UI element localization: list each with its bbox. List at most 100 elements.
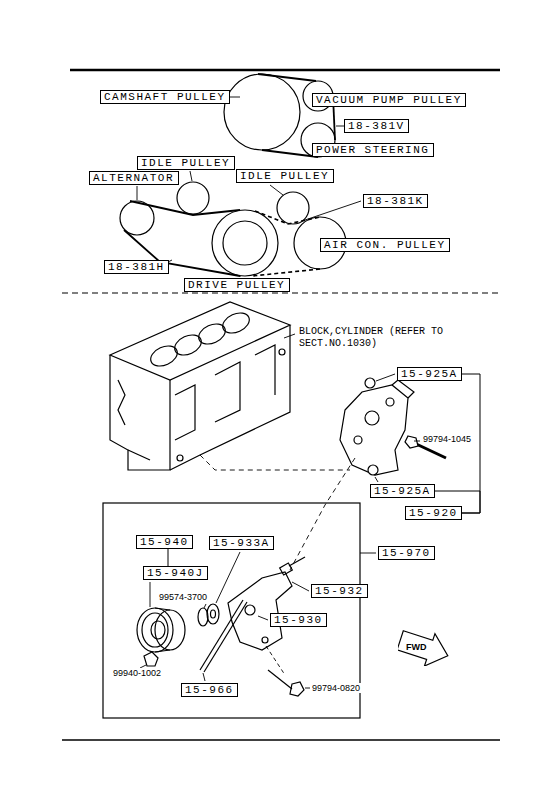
- callout-number: 15-940: [140, 536, 189, 548]
- drawing-stroke: [62, 739, 500, 741]
- drawing-stroke: [207, 604, 219, 624]
- drawing-stroke: [155, 610, 185, 650]
- drawing-stroke: [290, 682, 304, 696]
- callout-box: VACUUM PUMP PULLEY: [312, 93, 466, 107]
- drawing-stroke: [200, 600, 243, 670]
- drawing-stroke: [277, 192, 309, 224]
- drawing-stroke: [252, 269, 320, 276]
- drawing-stroke: [137, 186, 138, 200]
- callout-box: ALTERNATOR: [89, 171, 179, 185]
- part-number: 99940-1002: [112, 668, 162, 678]
- callout-box: 18-381V: [344, 119, 409, 133]
- drawing-stroke: [144, 652, 158, 666]
- drawing-stroke: [130, 201, 240, 215]
- callout-box: 15-933A: [209, 536, 274, 550]
- drawing-stroke: [414, 441, 420, 442]
- callout-number: 15-925A: [374, 485, 431, 497]
- drawing-stroke: [220, 309, 253, 337]
- direction-arrow: FWD: [398, 630, 450, 666]
- callout-box: IDLE PULLEY: [236, 169, 334, 183]
- drawing-stroke: [262, 150, 318, 157]
- drawing-stroke: [340, 385, 408, 475]
- callout-box: POWER STEERING: [312, 143, 434, 157]
- callout-number: 18-381H: [108, 261, 165, 273]
- callout-number: IDLE PULLEY: [240, 170, 330, 182]
- part-number: 99574-3700: [158, 592, 208, 602]
- drawing-stroke: [266, 646, 285, 675]
- frame-lines: [62, 70, 500, 740]
- drawing-stroke: [255, 211, 320, 224]
- drawing-stroke: [290, 458, 355, 570]
- drawing-stroke: [212, 210, 278, 276]
- drawing-stroke: [376, 374, 395, 381]
- drawing-stroke: [405, 436, 418, 448]
- drawing-stroke: [211, 610, 216, 618]
- callout-box: 15-940: [136, 535, 193, 549]
- bracket-line: [168, 549, 169, 566]
- drawing-stroke: [258, 616, 268, 620]
- drawing-stroke: [198, 608, 208, 626]
- reference-note: BLOCK,CYLINDER (REFER TO SECT.NO.1030): [298, 326, 450, 350]
- callout-number: IDLE PULLEY: [141, 157, 231, 169]
- direction-text: FWD: [406, 642, 427, 652]
- callout-box: 15-925A: [397, 367, 462, 381]
- drawing-stroke: [305, 201, 361, 220]
- callout-box: 15-966: [181, 683, 238, 697]
- callout-number: 15-966: [185, 684, 234, 696]
- drawing-stroke: [228, 572, 292, 650]
- callout-box: 15-925A: [370, 484, 435, 498]
- drawing-stroke: [175, 385, 195, 440]
- drawing-stroke: [289, 557, 305, 566]
- callout-number: 15-930: [274, 614, 323, 626]
- drawing-stroke: [200, 455, 350, 470]
- part-number: 99794-1045: [422, 434, 472, 444]
- callout-box: 15-920: [405, 506, 462, 520]
- callout-number: DRIVE PULLEY: [188, 279, 286, 291]
- drawing-stroke: [386, 398, 394, 406]
- drawing-stroke: [110, 355, 170, 470]
- drawing-stroke: [245, 605, 255, 615]
- drawing-stroke: [365, 411, 379, 425]
- drawing-stroke: [151, 621, 165, 639]
- callout-box: 15-932: [311, 584, 368, 598]
- callout-number: POWER STEERING: [316, 144, 430, 156]
- drawing-stroke: [375, 477, 378, 482]
- callout-number: 15-920: [409, 507, 458, 519]
- drawing-stroke: [110, 302, 290, 380]
- callout-box: AIR CON. PULLEY: [320, 238, 450, 252]
- callout-box: DRIVE PULLEY: [184, 278, 290, 292]
- drawing-stroke: [279, 349, 285, 355]
- part-number: 99794-0820: [311, 683, 361, 693]
- callout-number: 18-381V: [348, 120, 405, 132]
- drawing-stroke: [70, 69, 500, 72]
- drawing-stroke: [255, 345, 275, 395]
- callout-number: ALTERNATOR: [93, 172, 175, 184]
- drawing-stroke: [224, 74, 300, 150]
- drawing-stroke: [216, 552, 240, 603]
- mounting-bracket: [340, 378, 446, 475]
- arrow-outline: [398, 630, 450, 666]
- drawing-stroke: [118, 380, 125, 425]
- drawing-stroke: [354, 436, 362, 444]
- drawing-stroke: [203, 673, 205, 681]
- callout-box: 15-940J: [143, 566, 208, 580]
- callout-box: 15-930: [270, 613, 327, 627]
- drawing-stroke: [262, 637, 268, 643]
- drawing-stroke: [365, 378, 375, 388]
- drawing-stroke: [204, 602, 247, 672]
- callout-number: 15-970: [382, 547, 431, 559]
- drawing-stroke: [305, 688, 310, 689]
- callout-number: 15-932: [315, 585, 364, 597]
- callout-number: 18-381K: [367, 195, 424, 207]
- callout-box: 18-381K: [363, 194, 428, 208]
- drawing-stroke: [360, 553, 376, 554]
- callout-box: 15-970: [378, 546, 435, 560]
- callout-number: 15-940J: [147, 567, 204, 579]
- cylinder-block: [110, 302, 290, 470]
- drawing-stroke: [150, 582, 151, 607]
- assembly-frame: [103, 503, 376, 718]
- drawing-stroke: [270, 185, 283, 195]
- callout-number: AIR CON. PULLEY: [324, 239, 446, 251]
- drawing-stroke: [128, 450, 150, 460]
